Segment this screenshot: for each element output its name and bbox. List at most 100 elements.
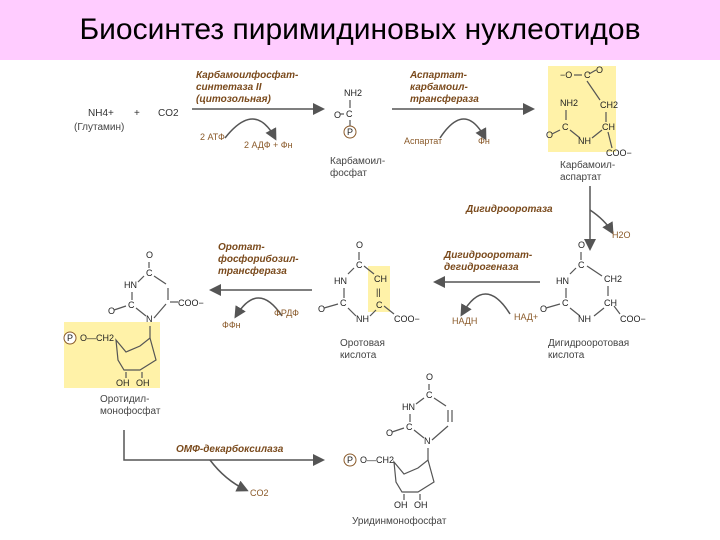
svg-text:COO−: COO−	[620, 314, 646, 324]
co2-product-label: CO2	[250, 488, 269, 498]
oprt-enzyme-line1: Оротат-	[218, 242, 265, 253]
svg-text:NH2: NH2	[344, 88, 362, 98]
dhodh-cofactor-arrow	[460, 293, 511, 317]
svg-text:CH2: CH2	[600, 100, 618, 110]
svg-text:O—CH2: O—CH2	[360, 455, 394, 465]
svg-text:−O: −O	[560, 70, 572, 80]
svg-text:C: C	[128, 300, 135, 310]
svg-text:O: O	[146, 250, 153, 260]
svg-text:C: C	[578, 260, 585, 270]
svg-text:O: O	[318, 304, 325, 314]
pi-label: Фн	[478, 136, 490, 146]
omp-label2: монофосфат	[100, 405, 161, 417]
svg-text:O: O	[334, 110, 341, 120]
svg-text:COO−: COO−	[606, 148, 632, 158]
ump-structure: O C HN C O N P O—CH2 OH OH	[343, 372, 453, 510]
svg-text:||: ||	[376, 287, 381, 297]
svg-text:HN: HN	[402, 402, 415, 412]
svg-text:NH: NH	[356, 314, 369, 324]
atc-cofactor-arrow	[439, 118, 487, 141]
svg-text:O: O	[386, 428, 393, 438]
oprt-cofactor-arrow	[234, 297, 283, 319]
svg-text:COO−: COO−	[394, 314, 420, 324]
svg-text:O: O	[578, 240, 585, 250]
svg-text:O: O	[108, 306, 115, 316]
atp-label: 2 АТФ	[200, 132, 225, 142]
orotate-structure: O C HN CH || C C O NH COO−	[318, 240, 420, 324]
svg-text:N: N	[146, 314, 153, 324]
atc-enzyme-line2: карбамоил-	[410, 81, 468, 93]
slide-title: Биосинтез пиримидиновых нуклеотидов	[79, 13, 641, 46]
ppi-label: ФФн	[222, 320, 241, 330]
nh4-label: NH4+	[88, 108, 114, 119]
orotate-label2: кислота	[340, 350, 377, 361]
plus-sign: +	[134, 108, 140, 119]
svg-text:CH: CH	[604, 298, 617, 308]
cps-enzyme-line3: (цитозольная)	[196, 94, 271, 105]
svg-text:C: C	[146, 268, 153, 278]
svg-text:P: P	[347, 127, 353, 137]
svg-text:C: C	[584, 70, 591, 80]
svg-text:N: N	[424, 436, 431, 446]
svg-text:P: P	[67, 333, 73, 343]
svg-text:OH: OH	[116, 378, 130, 388]
carbamoyl-aspartate-label1: Карбамоил-	[560, 159, 615, 171]
glutamine-label: (Глутамин)	[74, 122, 124, 133]
svg-text:O—CH2: O—CH2	[80, 333, 114, 343]
prpp-label: ФРДФ	[274, 308, 299, 318]
carbamoyl-phosphate-label1: Карбамоил-	[330, 155, 385, 167]
atc-enzyme-line3: трансфераза	[410, 93, 479, 105]
svg-text:HN: HN	[124, 280, 137, 290]
pathway-diagram: NH4+ + CO2 (Глутамин) Карбамоилфосфат- с…	[63, 65, 646, 527]
omp-label1: Оротидил-	[100, 394, 149, 405]
svg-text:NH: NH	[578, 136, 591, 146]
oprt-enzyme-line2: фосфорибозил-	[218, 253, 299, 265]
svg-text:C: C	[346, 109, 353, 119]
svg-text:NH2: NH2	[560, 98, 578, 108]
ompdc-reaction-arrow	[123, 430, 325, 466]
svg-text:CH: CH	[374, 274, 387, 284]
cps-enzyme-line1: Карбамоилфосфат-	[196, 69, 299, 81]
svg-text:C: C	[562, 298, 569, 308]
carbamoyl-aspartate-label2: аспартат	[560, 172, 602, 183]
dihydroorotate-label2: кислота	[548, 350, 585, 361]
phosphate-circle	[343, 125, 357, 139]
aspartate-label: Аспартат	[404, 136, 442, 146]
cps-cofactor-arrow	[224, 118, 277, 141]
adp-pi-label: 2 АДФ + Фн	[244, 140, 293, 150]
svg-text:O: O	[426, 372, 433, 382]
ump-label: Уридинмонофосфат	[352, 515, 447, 527]
svg-text:NH: NH	[578, 314, 591, 324]
nadh-label: НАДН	[452, 316, 477, 326]
svg-text:O: O	[540, 304, 547, 314]
svg-text:CH2: CH2	[604, 274, 622, 284]
dihydroorotate-structure: O C HN CH2 C CH O NH COO−	[540, 240, 646, 324]
svg-text:O: O	[546, 130, 553, 140]
carbamoyl-phosphate-label2: фосфат	[330, 167, 367, 179]
svg-text:P: P	[347, 455, 353, 465]
svg-text:C: C	[562, 122, 569, 132]
dhodh-enzyme-line1: Дигидрооротат-	[443, 250, 533, 261]
orotate-label1: Оротовая	[340, 338, 385, 349]
dho-enzyme: Дигидрооротаза	[465, 204, 553, 215]
oprt-enzyme-line3: трансфераза	[218, 265, 287, 277]
svg-text:O: O	[596, 65, 603, 75]
co2-substrate-label: CO2	[158, 108, 179, 119]
svg-text:OH: OH	[394, 500, 408, 510]
atc-enzyme-line1: Аспартат-	[409, 70, 468, 81]
svg-text:C: C	[356, 260, 363, 270]
svg-text:HN: HN	[334, 276, 347, 286]
dihydroorotate-label1: Дигидрооротовая	[548, 338, 629, 349]
svg-text:C: C	[426, 390, 433, 400]
title-bar	[0, 0, 720, 60]
carbamoyl-aspartate-structure: −O C O NH2 CH2 C CH O NH COO−	[546, 65, 632, 158]
svg-text:C: C	[406, 422, 413, 432]
ompdc-enzyme: ОМФ-декарбоксилаза	[176, 443, 284, 455]
svg-text:O: O	[356, 240, 363, 250]
co2-release-arrow	[209, 459, 249, 492]
water-release-arrow	[589, 209, 614, 235]
carbamoyl-phosphate-structure: NH2 C O P	[334, 88, 362, 139]
omp-structure: O C HN C O N COO− P O—CH2 OH OH	[63, 250, 204, 388]
cps-enzyme-line2: синтетаза II	[196, 82, 262, 93]
svg-text:C: C	[340, 298, 347, 308]
